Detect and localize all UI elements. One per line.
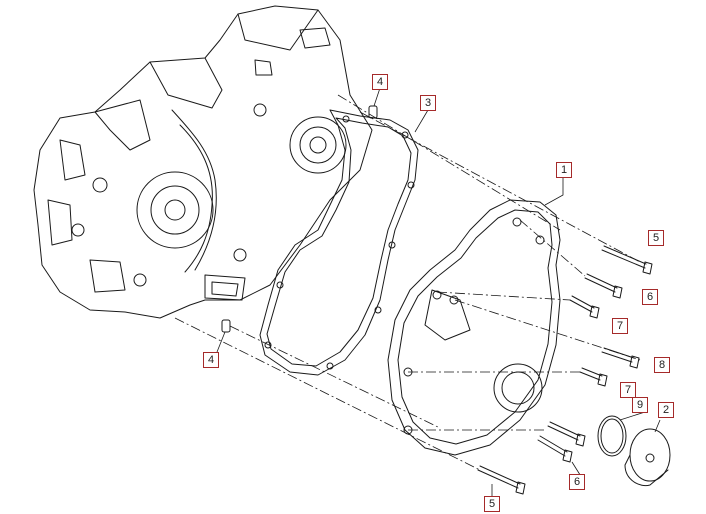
bolt-7-upper: [569, 295, 600, 319]
bolt-5-lower: [477, 465, 526, 495]
callout-3: 3: [420, 95, 436, 111]
plug-cap: [624, 428, 671, 487]
gasket: [259, 109, 419, 376]
callout-5-lower: 5: [484, 496, 500, 512]
callout-6-lower: 6: [569, 474, 585, 490]
callout-7-upper: 7: [612, 318, 628, 334]
callout-8: 8: [654, 357, 670, 373]
callout-6-upper: 6: [642, 289, 658, 305]
dowel-pin-upper: [368, 105, 378, 119]
callout-4-lower: 4: [203, 352, 219, 368]
bolt-6-lower-b: [537, 435, 573, 463]
alignment-lines: [174, 94, 641, 471]
callout-5-upper: 5: [648, 230, 664, 246]
bolt-6-upper: [584, 273, 623, 299]
callout-1: 1: [556, 162, 572, 178]
generator-cover: [387, 199, 561, 456]
callout-2: 2: [658, 402, 674, 418]
callout-9: 9: [632, 397, 648, 413]
dowel-pin-lower: [221, 319, 231, 333]
callout-7-lower: 7: [620, 382, 636, 398]
bolt-7-lower: [579, 367, 608, 387]
callout-4-upper: 4: [372, 74, 388, 90]
bolt-5-upper: [601, 245, 653, 275]
crankcase: [33, 5, 373, 319]
bolt-6-lower-a: [547, 421, 586, 447]
o-ring: [597, 415, 627, 457]
